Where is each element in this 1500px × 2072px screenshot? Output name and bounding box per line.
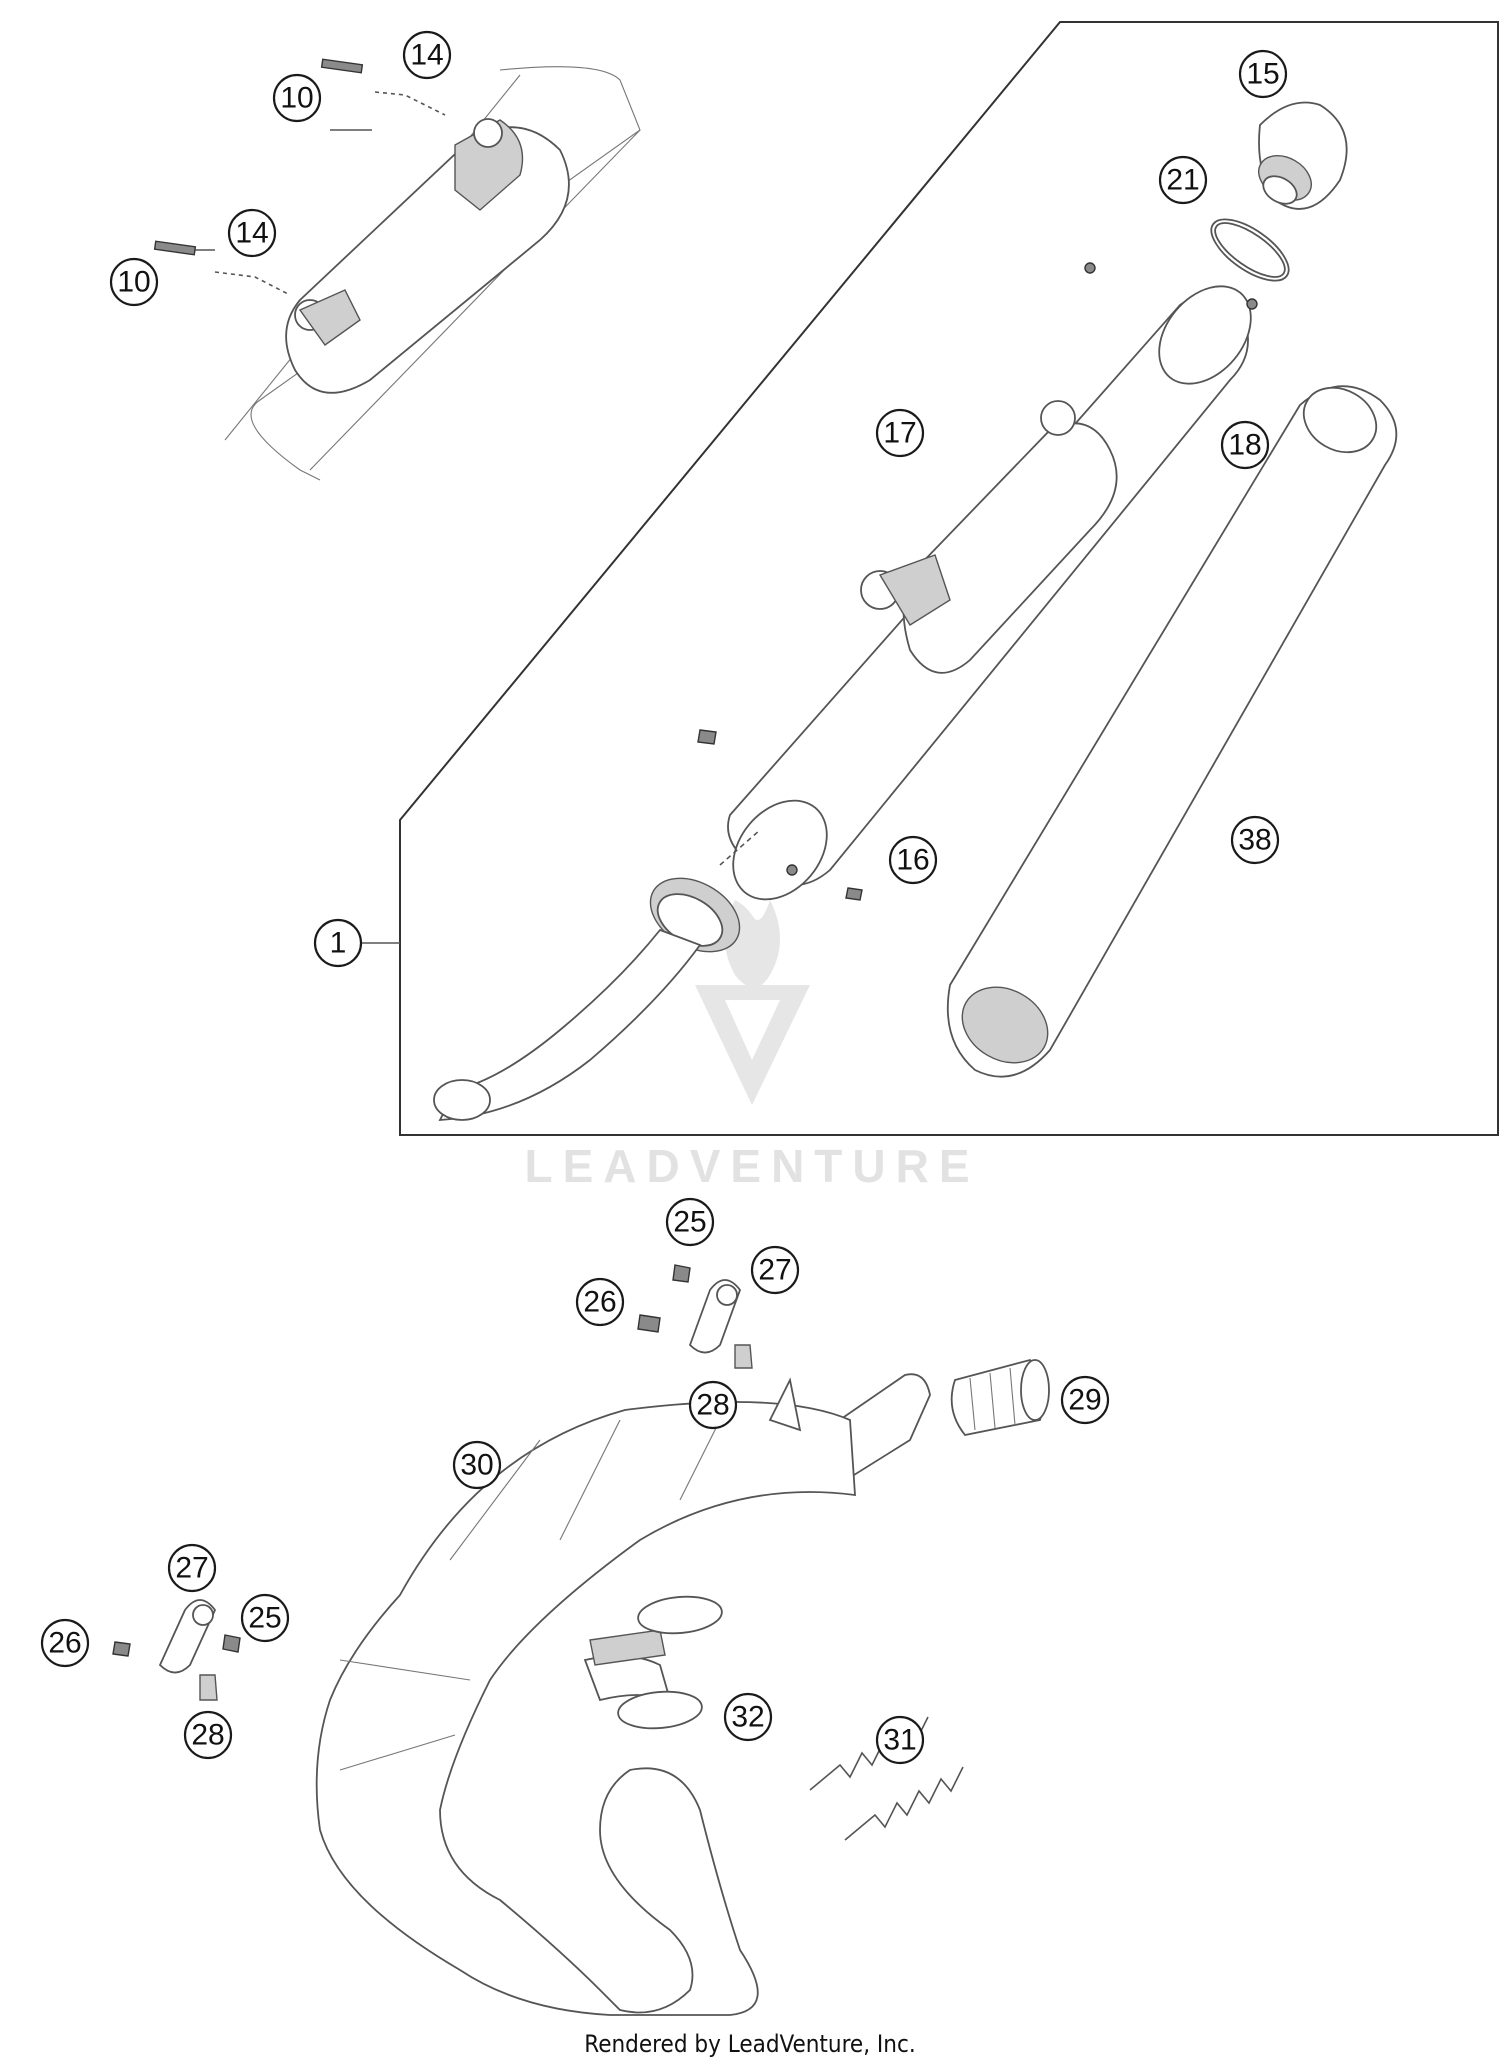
svg-text:18: 18	[1228, 429, 1261, 462]
svg-text:28: 28	[191, 1719, 224, 1752]
svg-text:21: 21	[1166, 164, 1199, 197]
svg-text:30: 30	[460, 1449, 493, 1482]
callout-27[interactable]: 27	[750, 1245, 800, 1295]
callout-14[interactable]: 14	[227, 208, 277, 258]
silencer-body	[697, 262, 1258, 901]
svg-text:38: 38	[1238, 824, 1271, 857]
callout-18[interactable]: 18	[1220, 420, 1270, 470]
svg-text:28: 28	[696, 1389, 729, 1422]
callout-10[interactable]: 10	[109, 257, 159, 307]
watermark-text: LEADVENTURE	[524, 1140, 979, 1192]
callout-25[interactable]: 25	[665, 1197, 715, 1247]
leadventure-watermark: LEADVENTURE	[524, 900, 979, 1192]
callout-32[interactable]: 32	[723, 1692, 773, 1742]
svg-text:14: 14	[235, 217, 268, 250]
mounted-silencer-view	[153, 58, 641, 481]
callout-1[interactable]: 1	[313, 918, 363, 968]
damping-insert	[946, 385, 1398, 1078]
silencer-assembly-frame	[399, 21, 1499, 1136]
svg-text:27: 27	[758, 1254, 791, 1287]
end-cap	[1258, 101, 1348, 210]
gasket-lower	[617, 1690, 703, 1730]
callout-28[interactable]: 28	[183, 1710, 233, 1760]
holder-group-upper	[637, 1264, 753, 1369]
svg-text:15: 15	[1246, 58, 1279, 91]
callout-25[interactable]: 25	[240, 1593, 290, 1643]
svg-text:25: 25	[673, 1206, 706, 1239]
callout-31[interactable]: 31	[875, 1715, 925, 1765]
svg-text:10: 10	[280, 82, 313, 115]
svg-text:14: 14	[410, 39, 443, 72]
callout-10[interactable]: 10	[272, 73, 322, 123]
svg-text:25: 25	[248, 1602, 281, 1635]
callout-14[interactable]: 14	[402, 30, 452, 80]
svg-text:32: 32	[731, 1701, 764, 1734]
svg-text:17: 17	[883, 417, 916, 450]
callout-30[interactable]: 30	[452, 1440, 502, 1490]
svg-text:27: 27	[175, 1552, 208, 1585]
callout-21[interactable]: 21	[1158, 155, 1208, 205]
callout-28[interactable]: 28	[688, 1380, 738, 1430]
svg-text:31: 31	[883, 1724, 916, 1757]
callout-17[interactable]: 17	[875, 408, 925, 458]
rubber-sleeve	[950, 1358, 1050, 1436]
svg-text:26: 26	[583, 1286, 616, 1319]
callout-15[interactable]: 15	[1238, 49, 1288, 99]
callout-26[interactable]: 26	[40, 1618, 90, 1668]
footer-credit: Rendered by LeadVenture, Inc.	[584, 2030, 916, 2058]
svg-text:16: 16	[896, 844, 929, 877]
svg-text:29: 29	[1068, 1384, 1101, 1417]
svg-text:10: 10	[117, 266, 150, 299]
callout-26[interactable]: 26	[575, 1277, 625, 1327]
callout-27[interactable]: 27	[167, 1543, 217, 1593]
callout-16[interactable]: 16	[888, 835, 938, 885]
callout-29[interactable]: 29	[1060, 1375, 1110, 1425]
callout-38[interactable]: 38	[1230, 815, 1280, 865]
gasket-upper	[637, 1595, 723, 1635]
o-ring-inner	[1214, 222, 1286, 278]
svg-text:26: 26	[48, 1627, 81, 1660]
exhaust-pipe	[315, 1373, 931, 2016]
silencer-inlet-pipe	[433, 829, 761, 1121]
holder-group-lower	[112, 1599, 241, 1701]
svg-text:1: 1	[330, 927, 347, 960]
